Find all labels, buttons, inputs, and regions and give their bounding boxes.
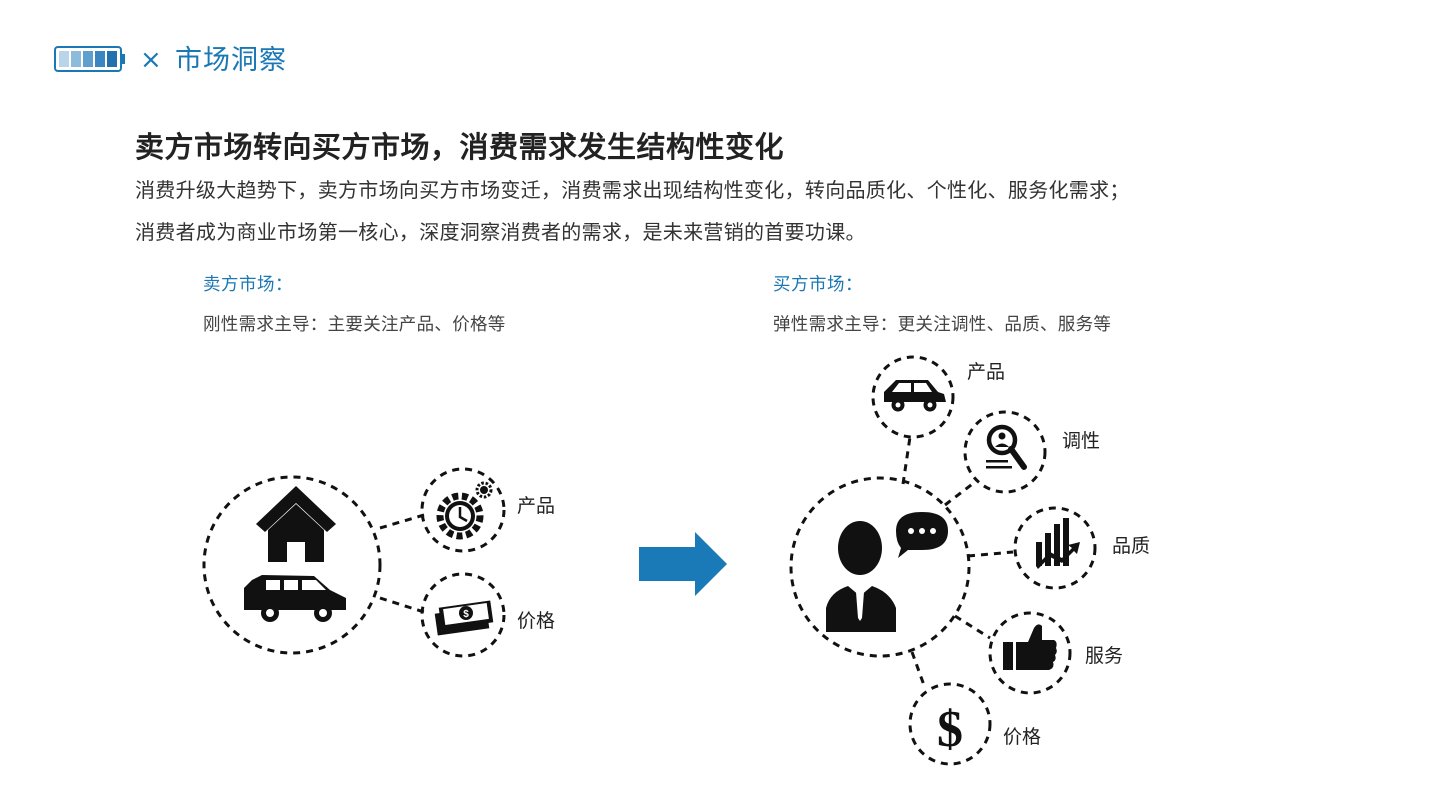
seller-center-circle xyxy=(202,475,382,655)
house-icon xyxy=(256,486,336,562)
seller-node-price-label: 价格 xyxy=(517,610,555,632)
buyer-center-circle xyxy=(789,476,971,658)
magnifier-person-icon xyxy=(986,424,1027,470)
header-separator: × xyxy=(140,45,162,75)
buyer-connector-product xyxy=(901,436,912,485)
seller-node-product-label: 产品 xyxy=(517,495,555,517)
buyer-node-product-label: 产品 xyxy=(967,361,1005,383)
buyer-node-service-label: 服务 xyxy=(1085,645,1123,667)
buyer-market-title: 买方市场： xyxy=(773,275,863,295)
speech-bubble-icon xyxy=(896,512,948,558)
buyer-connector-service xyxy=(954,614,991,640)
car-icon xyxy=(884,380,946,412)
buyer-connector-quality xyxy=(967,550,1014,558)
person-icon xyxy=(826,521,896,632)
battery-icon xyxy=(54,46,125,72)
buyer-node-quality-label: 品质 xyxy=(1112,535,1150,557)
seller-connector-product xyxy=(379,513,425,530)
buyer-node-tone-label: 调性 xyxy=(1062,430,1100,452)
buyer-connector-tone xyxy=(944,480,976,507)
van-icon xyxy=(244,575,346,622)
buyer-node-quality-circle xyxy=(1013,506,1097,590)
svg-text:$: $ xyxy=(463,609,469,620)
buyer-node-tone-circle xyxy=(963,410,1047,494)
buyer-node-service-circle xyxy=(988,611,1072,695)
seller-market-description: 刚性需求主导：主要关注产品、价格等 xyxy=(203,315,506,335)
headline: 卖方市场转向买方市场，消费需求发生结构性变化 xyxy=(135,130,785,164)
intro-paragraph-2: 消费者成为商业市场第一核心，深度洞察消费者的需求，是未来营销的首要功课。 xyxy=(135,220,866,244)
buyer-node-price-label: 价格 xyxy=(1003,726,1041,748)
gear-clock-icon xyxy=(436,481,493,540)
buyer-node-product-circle xyxy=(871,355,955,439)
seller-market-title: 卖方市场： xyxy=(203,275,293,295)
seller-node-product-circle xyxy=(420,467,506,553)
cash-icon: $ xyxy=(434,600,494,636)
page-title: 市场洞察 xyxy=(175,45,287,76)
bar-chart-icon xyxy=(1036,518,1080,569)
seller-connector-price xyxy=(379,596,425,614)
transition-arrow-icon xyxy=(639,532,727,596)
buyer-market-description: 弹性需求主导：更关注调性、品质、服务等 xyxy=(773,315,1112,335)
intro-paragraph-1: 消费升级大趋势下，卖方市场向买方市场变迁，消费需求出现结构性变化，转向品质化、个… xyxy=(135,178,1130,202)
seller-node-price-circle xyxy=(420,572,506,658)
dollar-icon: $ xyxy=(937,701,963,758)
buyer-node-price-circle xyxy=(908,682,992,766)
thumbs-up-icon xyxy=(1003,624,1057,670)
buyer-connector-price xyxy=(910,651,927,689)
